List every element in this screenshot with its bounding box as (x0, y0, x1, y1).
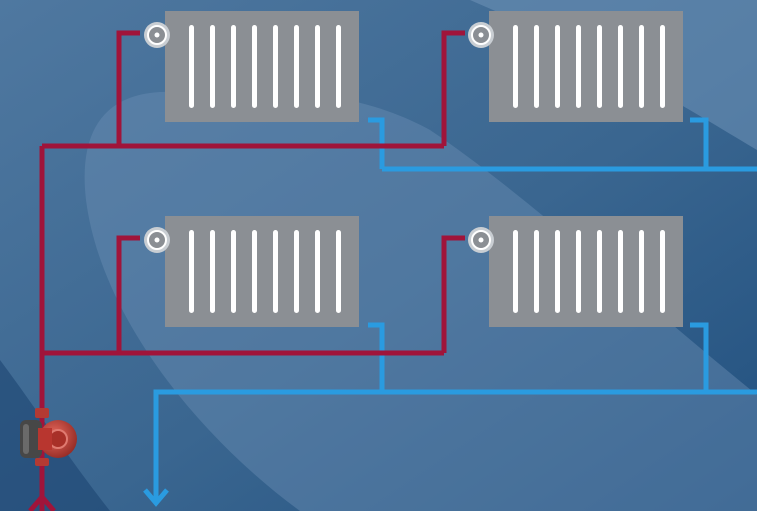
return-pipe-bottom-right-drop (690, 322, 709, 392)
radiator-body (165, 11, 359, 122)
radiator-fin (315, 25, 320, 108)
return-pipe-top-left-drop (368, 117, 385, 169)
radiator-fin (189, 25, 194, 108)
valve-center-dot (478, 237, 484, 243)
supply-pipe-top-right-branch (441, 30, 465, 146)
return-pipe-bottom-main (153, 389, 757, 500)
radiator-top-left (144, 11, 359, 122)
radiator-bottom-right (468, 216, 683, 327)
radiator-fin (639, 230, 644, 313)
radiator-fin (336, 25, 341, 108)
return-pipe-top-right-drop (690, 117, 709, 169)
return-pipe-bottom-left-drop (368, 322, 385, 392)
pump-motor-highlight (23, 424, 29, 454)
radiator-fin (294, 230, 299, 313)
radiator-group (144, 11, 683, 327)
radiator-fin (534, 230, 539, 313)
radiator-fin (660, 25, 665, 108)
radiator-top-right (468, 11, 683, 122)
pump-body-neck (38, 428, 52, 450)
radiator-fin (315, 230, 320, 313)
circulation-pump-icon (20, 408, 77, 466)
radiator-fin (576, 25, 581, 108)
radiator-fin (210, 230, 215, 313)
radiator-fin (576, 230, 581, 313)
radiator-fin (597, 230, 602, 313)
radiator-fin (252, 230, 257, 313)
radiator-fin (273, 230, 278, 313)
pump-flange-top (35, 408, 49, 418)
radiator-fin (555, 230, 560, 313)
radiator-fin (639, 25, 644, 108)
pump-flange-bottom (35, 458, 49, 466)
radiator-bottom-left (144, 216, 359, 327)
supply-pipe-bottom-left-branch (116, 235, 140, 353)
supply-pipe-bottom-right-branch (441, 235, 465, 353)
background-glow (470, 0, 757, 150)
radiator-fin (513, 230, 518, 313)
radiator-fin (336, 230, 341, 313)
radiator-fin (597, 25, 602, 108)
valve-center-dot (478, 32, 484, 38)
background-swoosh (84, 89, 757, 511)
radiator-fin (189, 230, 194, 313)
radiator-fin (660, 230, 665, 313)
radiator-fin (534, 25, 539, 108)
radiator-fin (210, 25, 215, 108)
radiator-fin (294, 25, 299, 108)
radiator-fin (513, 25, 518, 108)
radiator-fin (273, 25, 278, 108)
radiator-body (165, 216, 359, 327)
supply-pipe-top-left-branch (116, 30, 140, 146)
radiator-fin (231, 230, 236, 313)
supply-pipe-network (39, 30, 465, 511)
background-shadow-band (0, 360, 110, 511)
radiator-fin (618, 230, 623, 313)
radiator-fin (555, 25, 560, 108)
return-flow-arrow (143, 488, 169, 507)
radiator-fin (618, 25, 623, 108)
radiator-fin (252, 25, 257, 108)
valve-center-dot (154, 32, 160, 38)
radiator-fin (231, 25, 236, 108)
supply-flow-arrow (28, 493, 56, 511)
valve-center-dot (154, 237, 160, 243)
radiator-body (489, 11, 683, 122)
return-pipe-network (153, 117, 757, 500)
radiator-body (489, 216, 683, 327)
